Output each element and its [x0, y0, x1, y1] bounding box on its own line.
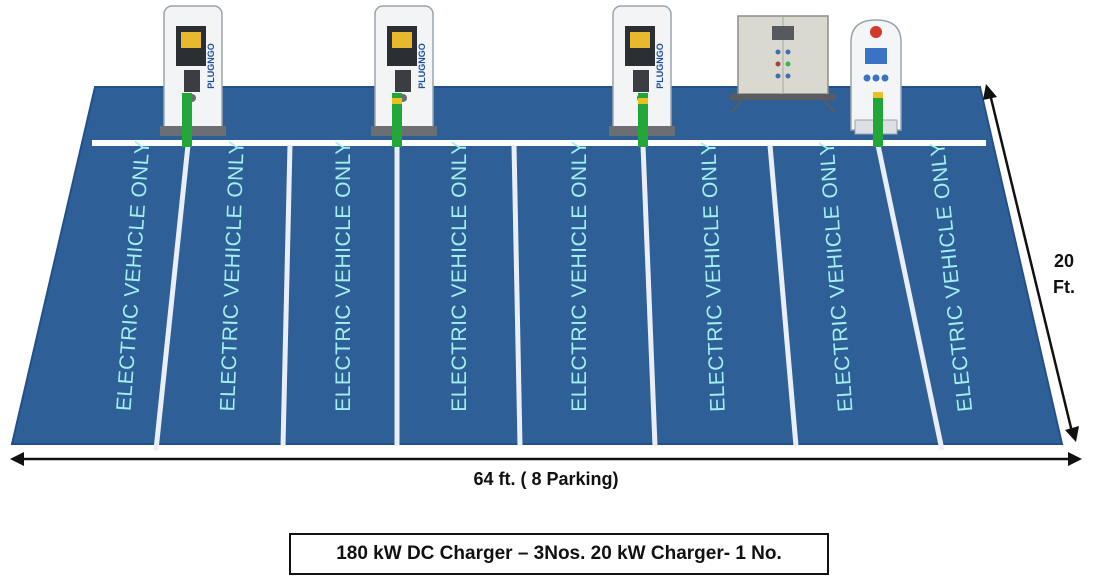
- depth-label-line1: 20: [1054, 251, 1074, 271]
- divider-1: [153, 144, 191, 451]
- divider-7: [875, 144, 945, 451]
- bollard-band-2: [392, 98, 402, 104]
- depth-label-line2: Ft.: [1053, 277, 1075, 297]
- dc-charger-2: PLUGNGO: [371, 5, 437, 136]
- slot-label-5: ELECTRIC VEHICLE ONLY: [568, 140, 591, 412]
- electrical-panel: [730, 15, 836, 113]
- divider-6: [767, 144, 799, 447]
- charger-bollard-1: [182, 93, 192, 147]
- width-dimension-arrow: [10, 452, 1082, 466]
- charger-brand-1: PLUGNGO: [206, 43, 216, 89]
- ac-charger-20kw: [850, 19, 902, 135]
- slot-label-4: ELECTRIC VEHICLE ONLY: [448, 140, 471, 412]
- charger-bollard-3: [638, 93, 648, 147]
- top-boundary-line: [92, 140, 986, 146]
- bollard-band-3: [638, 98, 648, 104]
- width-label: 64 ft. ( 8 Parking): [473, 469, 618, 489]
- charger-bollard-2: [392, 93, 402, 147]
- depth-dimension-arrow: [983, 84, 1079, 442]
- charger-brand-3: PLUGNGO: [655, 43, 665, 89]
- dc-charger-3: PLUGNGO: [609, 5, 675, 136]
- charger-summary-box: 180 kW DC Charger – 3Nos. 20 kW Charger-…: [289, 533, 829, 575]
- charger-bollard-4: [873, 93, 883, 147]
- slot-label-3: ELECTRIC VEHICLE ONLY: [332, 140, 355, 412]
- divider-2: [280, 144, 293, 447]
- divider-5: [640, 144, 658, 447]
- charger-brand-2: PLUGNGO: [417, 43, 427, 89]
- dc-charger-1: PLUGNGO: [160, 5, 226, 136]
- slot-dividers: [153, 144, 945, 451]
- divider-4: [511, 144, 523, 447]
- parking-lot-surface: [10, 86, 1064, 445]
- bollard-band-4: [873, 92, 883, 98]
- charger-summary-text: 180 kW DC Charger – 3Nos. 20 kW Charger-…: [336, 543, 782, 564]
